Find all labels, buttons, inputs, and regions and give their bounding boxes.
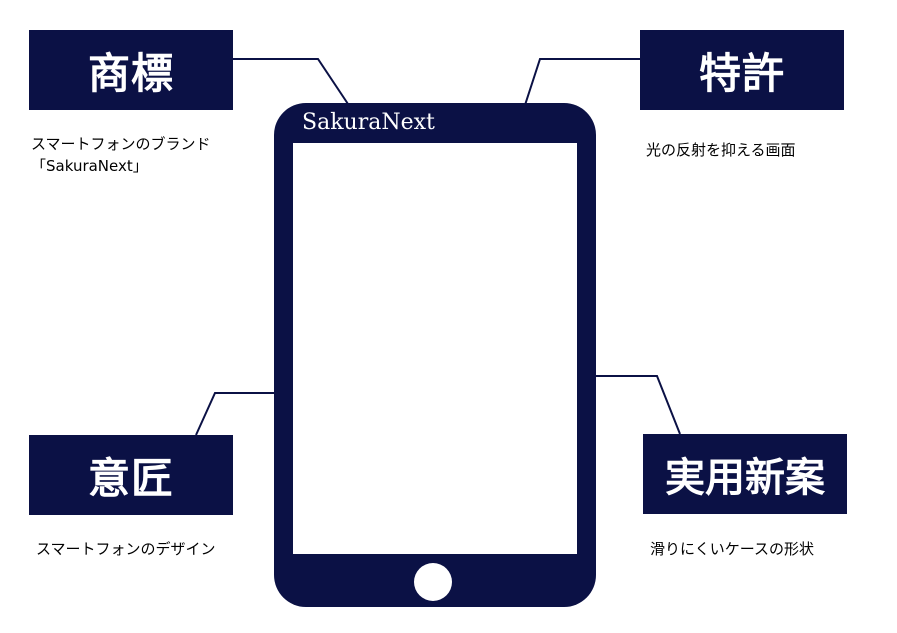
patent-caption-line-1: 光の反射を抑える画面 <box>646 139 796 161</box>
smartphone-illustration: SakuraNext <box>274 103 596 607</box>
connector-trademark <box>233 59 348 104</box>
patent-label: 特許 <box>640 30 844 110</box>
patent-title: 特許 <box>699 40 785 101</box>
trademark-title: 商標 <box>88 40 174 101</box>
phone-screen <box>293 143 577 554</box>
trademark-caption: スマートフォンのブランド 「SakuraNext」 <box>31 133 211 177</box>
home-button-icon <box>414 563 452 601</box>
phone-brand-name: SakuraNext <box>302 108 435 138</box>
utility-model-label: 実用新案 <box>643 434 847 514</box>
patent-caption: 光の反射を抑える画面 <box>646 139 796 161</box>
design-label: 意匠 <box>29 435 233 515</box>
design-caption-line-1: スマートフォンのデザイン <box>36 538 216 560</box>
trademark-caption-line-1: スマートフォンのブランド <box>31 133 211 155</box>
trademark-caption-line-2: 「SakuraNext」 <box>31 155 211 177</box>
utility-model-caption-line-1: 滑りにくいケースの形状 <box>650 538 814 560</box>
utility-model-title: 実用新案 <box>665 445 825 503</box>
trademark-label: 商標 <box>29 30 233 110</box>
connector-design <box>196 393 275 435</box>
design-title: 意匠 <box>88 445 174 506</box>
design-caption: スマートフォンのデザイン <box>36 538 216 560</box>
connector-utility-model <box>596 376 680 434</box>
utility-model-caption: 滑りにくいケースの形状 <box>650 538 814 560</box>
